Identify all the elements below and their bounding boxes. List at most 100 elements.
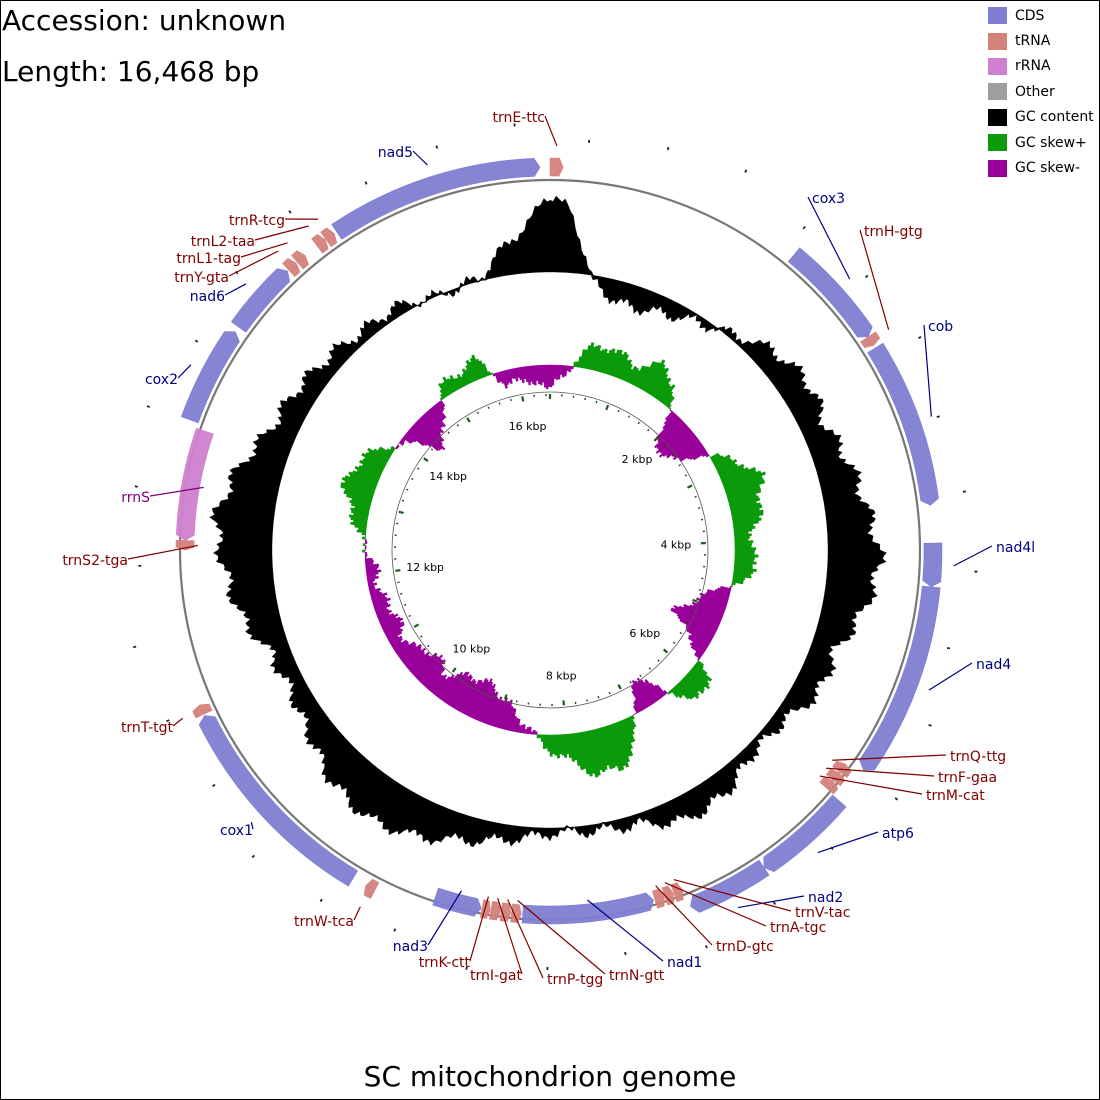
- label-leader: [817, 831, 879, 854]
- outer-tick: [146, 405, 151, 408]
- axis-tick: [493, 693, 496, 696]
- axis-tick: [627, 415, 631, 418]
- feature-label: cox3: [812, 191, 845, 207]
- tick-label: 16 kbp: [509, 420, 547, 433]
- axis-tick: [679, 631, 683, 635]
- label-leader: [587, 899, 664, 962]
- feature-trnW-tca: [363, 878, 380, 899]
- label-leader: [250, 821, 254, 830]
- feature-label: rrnS: [121, 490, 150, 506]
- feature-cox2: [180, 331, 240, 424]
- label-leader: [469, 896, 489, 962]
- outer-tick: [251, 854, 256, 859]
- axis-tick: [434, 653, 438, 657]
- outer-tick: [744, 169, 748, 173]
- outer-tick: [772, 901, 777, 905]
- feature-trnP-tgg: [499, 902, 512, 922]
- outer-tick: [132, 645, 137, 649]
- label-leader: [497, 897, 523, 975]
- outer-tick: [393, 928, 397, 932]
- tick-label: 14 kbp: [429, 470, 467, 483]
- feature-label: trnL1-tag: [176, 251, 241, 267]
- feature-trnV-tac: [670, 882, 684, 903]
- length-label: Length: 16,468 bp: [2, 55, 260, 88]
- feature-atp6: [763, 794, 847, 873]
- axis-tick: [504, 694, 508, 700]
- feature-label: nad1: [667, 955, 702, 971]
- feature-label: nad2: [808, 890, 843, 906]
- axis-tick: [672, 641, 676, 644]
- feature-label: trnF-gaa: [938, 770, 997, 786]
- label-leader: [427, 890, 463, 946]
- axis-tick: [413, 623, 420, 628]
- label-leader: [819, 775, 923, 795]
- feature-nad6: [230, 268, 290, 333]
- axis-tick: [647, 428, 650, 432]
- axis-tick: [664, 445, 667, 448]
- axis-tick: [597, 696, 600, 699]
- outer-tick: [194, 339, 199, 343]
- axis-tick: [476, 411, 479, 414]
- label-leader: [832, 754, 947, 761]
- feature-nad5: [331, 158, 541, 240]
- axis-tick: [509, 398, 512, 402]
- axis-tick: [698, 507, 701, 510]
- outer-tick: [666, 146, 670, 151]
- outer-tick: [946, 646, 951, 650]
- label-leader: [240, 242, 288, 258]
- axis-tick: [595, 401, 598, 404]
- feature-trnA-tgc: [661, 885, 675, 906]
- feature-trnI-gat: [489, 900, 501, 921]
- gc-skew-positive: [340, 342, 767, 778]
- feature-trnN-gtt: [510, 903, 522, 923]
- label-leader: [953, 545, 993, 567]
- outer-tick: [166, 719, 170, 723]
- axis-tick: [403, 604, 407, 607]
- outer-tick: [435, 145, 439, 149]
- axis-tick: [447, 431, 450, 434]
- label-leader: [826, 767, 935, 777]
- axis-tick: [438, 439, 442, 442]
- axis-tick: [617, 684, 622, 690]
- axis-tick: [685, 621, 689, 624]
- axis-tick: [406, 488, 409, 491]
- gc-content-area: [209, 195, 887, 848]
- feature-trnM-cat: [819, 776, 839, 795]
- feature-trnD-gtc: [651, 888, 665, 909]
- axis-tick: [411, 477, 414, 480]
- outer-tick: [918, 335, 922, 340]
- tick-label: 8 kbp: [546, 669, 577, 682]
- feature-label: nad4l: [996, 540, 1035, 556]
- axis-tick: [694, 495, 697, 498]
- feature-track: [175, 157, 943, 925]
- axis-tick: [687, 484, 693, 489]
- feature-nad1: [521, 892, 654, 925]
- feature-label: trnV-tac: [795, 905, 850, 921]
- axis-tick: [400, 592, 403, 595]
- backbone-circle: [178, 178, 922, 922]
- legend-item-gc-skew-plus: GC skew+: [988, 130, 1094, 155]
- outer-tick: [705, 945, 708, 949]
- feature-label: trnY-gta: [174, 270, 229, 286]
- feature-trnY-gta: [282, 258, 301, 277]
- axis-tick: [395, 569, 401, 572]
- axis-tick: [678, 464, 681, 467]
- label-leader: [254, 225, 309, 241]
- feature-label: trnD-gtc: [716, 939, 774, 955]
- outer-tick: [465, 966, 468, 970]
- feature-label: trnN-gtt: [609, 968, 665, 984]
- feature-trnL2-taa: [311, 234, 329, 254]
- axis-tick: [427, 644, 430, 648]
- axis-tick: [690, 611, 694, 614]
- label-leader: [172, 717, 184, 727]
- label-leader: [544, 115, 558, 147]
- feature-label: trnA-tgc: [770, 920, 826, 936]
- axis-tick: [692, 598, 698, 603]
- outer-tick: [936, 415, 940, 419]
- axis-tick: [671, 454, 675, 457]
- axis-tick: [617, 409, 620, 413]
- feature-label: nad3: [393, 939, 428, 955]
- legend-item-trna: tRNA: [988, 28, 1094, 53]
